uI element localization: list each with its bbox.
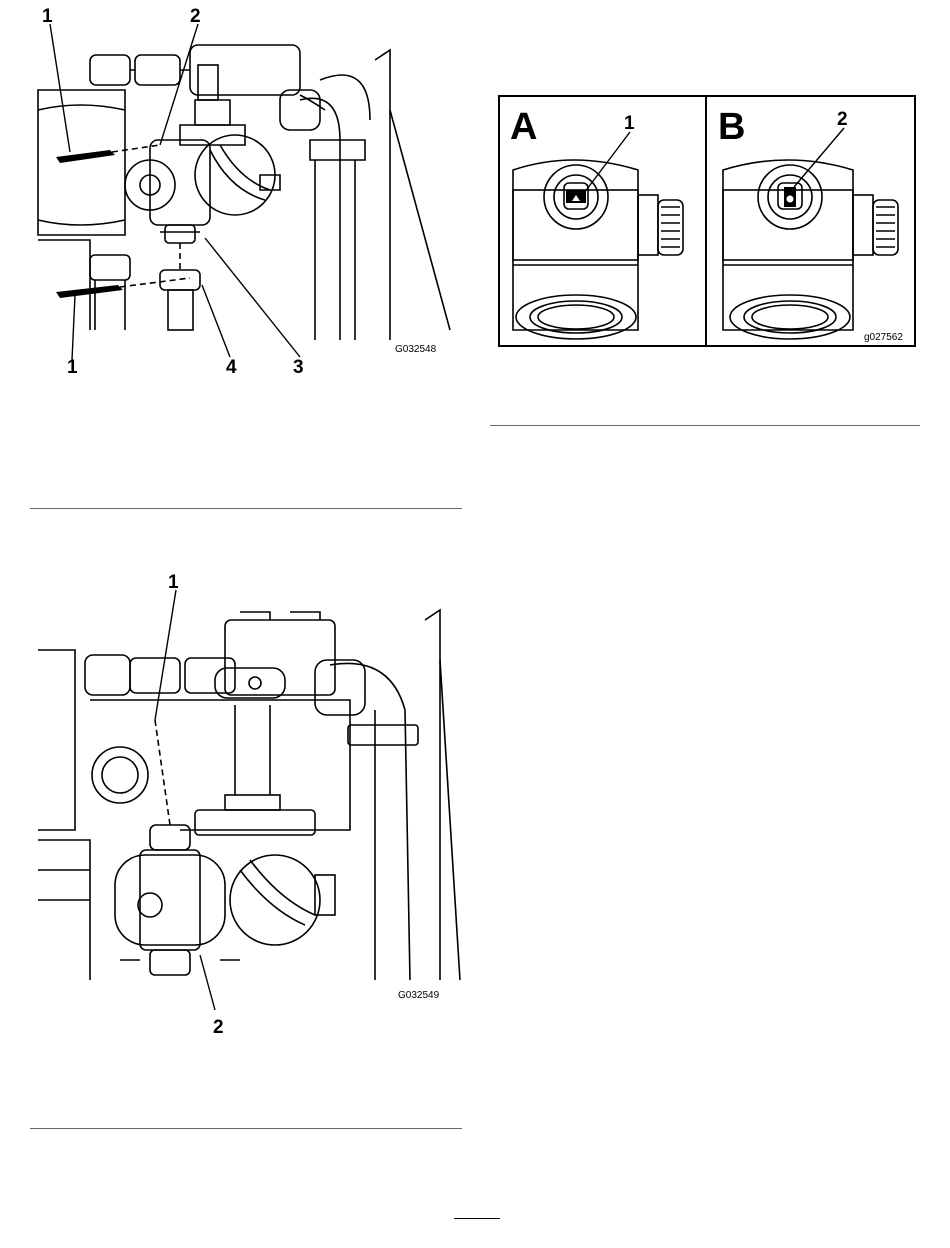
callout-1-bottom: 1 bbox=[67, 357, 78, 378]
panel-b: B 2 bbox=[718, 106, 898, 339]
figure-code: g027562 bbox=[864, 332, 903, 343]
panel-a-letter: A bbox=[510, 106, 537, 148]
callout-1-top: 1 bbox=[42, 6, 53, 27]
right-divider bbox=[490, 425, 920, 426]
panel-b-letter: B bbox=[718, 106, 745, 148]
figure-valve-assembly: 1 2 1 4 3 G032548 bbox=[30, 0, 470, 380]
valve-detail-illustration: 1 2 G032549 bbox=[30, 570, 470, 1040]
figure-valve-detail: 1 2 G032549 bbox=[30, 570, 470, 1040]
callout-3: 3 bbox=[293, 357, 304, 378]
clip-upper bbox=[56, 150, 115, 163]
callout-1: 1 bbox=[168, 572, 179, 593]
panel-b-callout: 2 bbox=[837, 109, 848, 130]
figure-code: G032549 bbox=[398, 990, 440, 1001]
valve-orientation-illustration: A 1 B bbox=[498, 95, 916, 347]
section-divider bbox=[30, 508, 462, 509]
figure-valve-orientation: A 1 B bbox=[498, 95, 916, 347]
panel-a-callout: 1 bbox=[624, 113, 635, 134]
figure-code: G032548 bbox=[395, 344, 437, 355]
panel-a: A 1 bbox=[510, 106, 683, 339]
section-divider-bottom bbox=[30, 1128, 462, 1129]
page-number-rule bbox=[454, 1218, 500, 1219]
callout-4: 4 bbox=[226, 357, 237, 378]
callout-2: 2 bbox=[190, 6, 201, 27]
valve-assembly-illustration: 1 2 1 4 3 G032548 bbox=[30, 0, 470, 380]
callout-2: 2 bbox=[213, 1017, 224, 1038]
